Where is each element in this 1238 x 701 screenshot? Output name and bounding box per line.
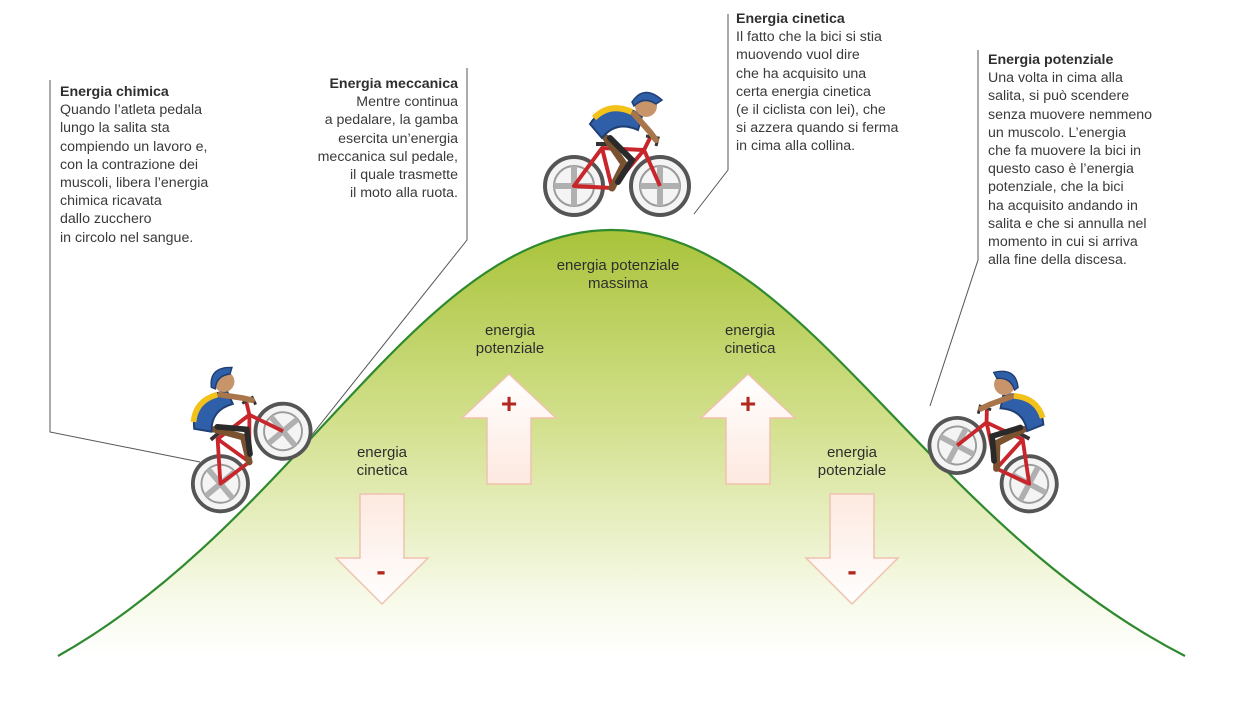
minus-sign-left: - (376, 555, 385, 586)
arrow-up-icon (699, 372, 797, 485)
hill (58, 229, 1185, 656)
plus-sign-left: + (501, 388, 517, 419)
label-energia-cinetica-right: energia cinetica (724, 322, 776, 357)
leader-line-chimica (49, 80, 201, 463)
callout-title: Energia potenziale (988, 52, 1114, 68)
minus-sign-right: - (847, 555, 856, 586)
callout-body: Quando l’atleta pedala lungo la salita s… (60, 102, 209, 246)
arrow-down-icon (804, 493, 900, 606)
callout-body: Una volta in cima alla salita, si può sc… (988, 70, 1153, 269)
leader-line-cinetica (693, 14, 729, 215)
leader-line-meccanica (267, 68, 468, 491)
arrow-up-icon (460, 372, 558, 485)
callout-title: Energia cinetica (736, 11, 845, 27)
hill-outline (57, 228, 1186, 657)
callout-energia-potenziale: Energia potenziale Una volta in cima all… (988, 51, 1198, 269)
callout-title: Energia meccanica (329, 76, 458, 92)
arrow-down-icon (334, 493, 430, 606)
leader-line-potenziale (929, 50, 979, 407)
label-energia-cinetica-left: energia cinetica (356, 444, 408, 479)
label-energia-potenziale-left: energia potenziale (475, 322, 545, 357)
label-energia-potenziale-right: energia potenziale (817, 444, 887, 479)
callout-energia-chimica: Energia chimica Quando l’atleta pedala l… (60, 83, 260, 247)
callout-body: Mentre continua a pedalare, la gamba ese… (317, 94, 458, 202)
cyclist-top-icon (545, 92, 689, 215)
callout-energia-cinetica: Energia cinetica Il fatto che la bici si… (736, 10, 946, 156)
label-energia-potenziale-massima: energia potenziale massima (556, 257, 680, 292)
callout-energia-meccanica: Energia meccanica Mentre continua a peda… (262, 75, 458, 202)
callout-title: Energia chimica (60, 84, 169, 100)
plus-sign-right: + (740, 388, 756, 419)
callout-body: Il fatto che la bici si stia muovendo vu… (736, 29, 899, 155)
